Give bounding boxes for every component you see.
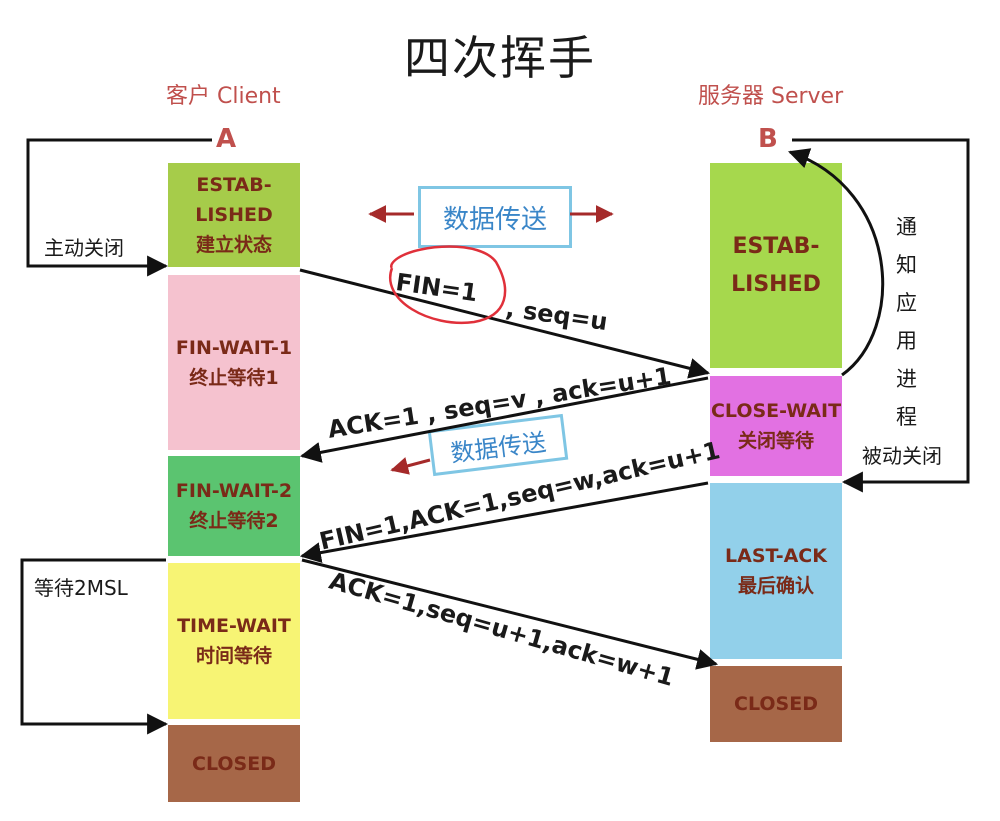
state-text: CLOSED [734,693,818,715]
client-state-established: ESTAB- LISHED 建立状态 [168,163,300,267]
diagram-title: 四次挥手 [404,31,596,85]
ack2-arrow [301,558,719,670]
client-label: 客户 Client [166,84,281,109]
node-a-label: A [216,124,237,154]
client-state-fin-wait-2: FIN-WAIT-2 终止等待2 [168,456,300,556]
active-close-note: 主动关闭 [44,236,124,260]
server-state-closed: CLOSED [710,666,842,742]
note-char: 应 [896,291,917,315]
active-close-arrow [26,138,212,277]
notify-app-note: 通 知 应 用 进 程 [896,208,940,436]
state-text: 关闭等待 [737,430,814,452]
note-char: 程 [896,405,917,429]
state-text: LISHED [195,204,273,226]
state-text: ESTAB- [732,233,820,259]
fin-highlight-circle [389,245,507,325]
state-text: 终止等待1 [189,366,279,389]
fin-arrow [299,268,711,379]
server-state-last-ack: LAST-ACK 最后确认 [710,483,842,659]
state-text: CLOSED [192,752,276,775]
state-text: 建立状态 [195,234,272,256]
state-text: 终止等待2 [189,510,279,532]
state-text: FIN-WAIT-1 [175,336,293,359]
state-text: CLOSE-WAIT [710,400,842,422]
note-char: 知 [896,253,917,277]
node-b-label: B [758,124,778,154]
state-text: 时间等待 [195,645,272,667]
data-transfer-arrow-2 [390,457,431,475]
state-text: LAST-ACK [725,545,827,567]
wait-2msl-arrow [20,558,169,735]
client-state-time-wait: TIME-WAIT 时间等待 [168,563,300,719]
note-char: 进 [896,367,917,391]
data-transfer-box: 数据传送 [418,186,572,248]
note-char: 通 [896,215,917,239]
note-char: 用 [896,329,917,353]
state-text: 最后确认 [737,575,814,597]
client-state-closed: CLOSED [168,725,300,802]
state-text: FIN-WAIT-2 [175,480,293,502]
wait-2msl-note: 等待2MSL [34,576,128,600]
server-label: 服务器 Server [698,84,844,109]
client-state-fin-wait-1: FIN-WAIT-1 终止等待1 [168,275,300,450]
state-text: LISHED [731,271,821,297]
state-text: TIME-WAIT [177,615,291,637]
fin2-arrow [299,481,709,563]
passive-close-arrow [792,138,970,493]
state-text: ESTAB- [196,174,272,196]
ack1-arrow [299,376,709,463]
notify-app-arrow [788,148,885,377]
passive-close-note: 被动关闭 [862,444,942,468]
server-state-close-wait: CLOSE-WAIT 关闭等待 [710,376,842,476]
server-state-established: ESTAB- LISHED [710,163,842,368]
